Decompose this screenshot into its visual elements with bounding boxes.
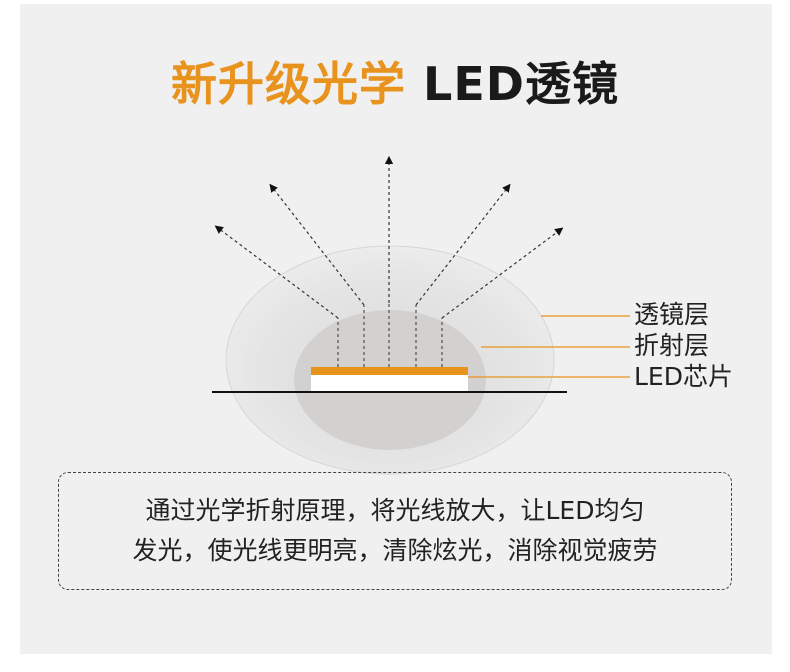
callout-lines bbox=[468, 315, 630, 378]
description-line-2: 发光，使光线更明亮，清除炫光，消除视觉疲劳 bbox=[132, 536, 658, 565]
inner-light-rays bbox=[337, 303, 443, 367]
ray-far-right bbox=[441, 227, 564, 319]
ray-right bbox=[415, 183, 511, 306]
page-title: 新升级光学 LED透镜 bbox=[0, 56, 790, 112]
label-lens-layer: 透镜层 bbox=[634, 300, 710, 329]
ray-far-left bbox=[214, 225, 339, 319]
outgoing-light-rays bbox=[214, 155, 564, 319]
description-box: 通过光学折射原理，将光线放大，让LED均匀 发光，使光线更明亮，清除炫光，消除视… bbox=[58, 472, 732, 590]
led-chip-top bbox=[311, 367, 468, 375]
ray-left bbox=[269, 183, 365, 306]
description-line-1: 通过光学折射原理，将光线放大，让LED均匀 bbox=[145, 496, 645, 525]
label-refraction-layer: 折射层 bbox=[634, 331, 710, 360]
led-chip-base bbox=[311, 374, 468, 392]
label-led-chip: LED芯片 bbox=[634, 362, 733, 391]
title-highlight: 新升级光学 bbox=[171, 57, 407, 111]
title-rest: LED透镜 bbox=[423, 57, 619, 111]
